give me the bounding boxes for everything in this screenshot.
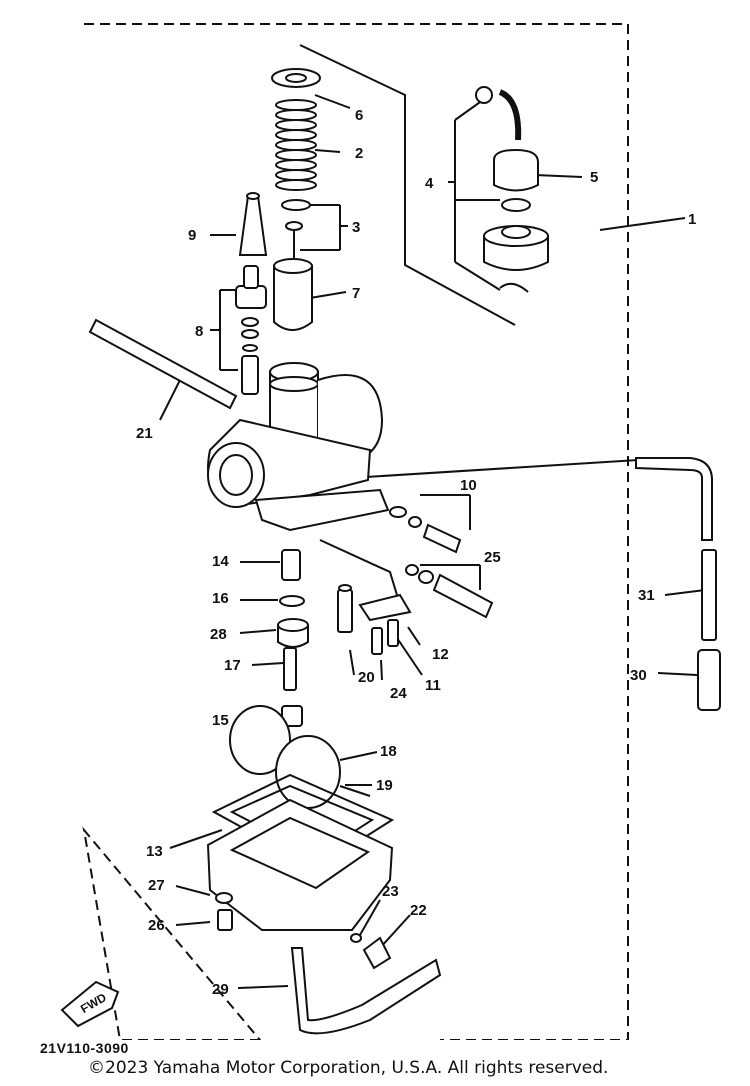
callout-12: 12 [432, 646, 449, 663]
cap-9 [238, 192, 268, 256]
callout-16: 16 [212, 590, 229, 607]
callout-24: 24 [390, 685, 407, 702]
callout-21: 21 [136, 425, 153, 442]
throttle-screw-25 [405, 564, 494, 619]
copyright-notice: ©2023 Yamaha Motor Corporation, U.S.A. A… [88, 1058, 609, 1078]
pipe-21 [88, 318, 238, 410]
plate-12 [358, 593, 412, 622]
drain-screw-27-26 [215, 892, 233, 931]
carburetor-exploded-diagram: 6 2 3 4 5 1 7 9 8 21 10 25 14 16 28 17 1… [60, 23, 721, 1040]
pilot-jet-20 [337, 584, 353, 633]
holder-28 [277, 618, 309, 648]
starter-plunger-8 [235, 265, 267, 395]
needle-set-3 [281, 199, 311, 262]
assembly-dashed-boundary [82, 23, 629, 1040]
fwd-arrow [60, 980, 120, 1028]
callout-22: 22 [410, 902, 427, 919]
callout-18: 18 [380, 743, 397, 760]
callout-7: 7 [352, 285, 360, 302]
washer-6 [271, 68, 321, 88]
pilot-screw-10 [389, 506, 462, 554]
callout-20: 20 [358, 669, 375, 686]
callout-1: 1 [688, 211, 696, 228]
callout-5: 5 [590, 169, 598, 186]
callout-9: 9 [188, 227, 196, 244]
callout-28: 28 [210, 626, 227, 643]
callout-29: 29 [212, 981, 229, 998]
callout-4: 4 [425, 175, 434, 192]
cable-adjuster-4 [475, 86, 531, 293]
callout-31: 31 [638, 587, 655, 604]
screws-11-24 [371, 619, 399, 655]
drain-hose-29 [290, 947, 442, 1035]
throttle-cable-31-30 [635, 457, 721, 711]
drain-screw-22-23 [350, 933, 392, 970]
callout-15: 15 [212, 712, 229, 729]
float-chamber-body [206, 798, 394, 931]
callout-25: 25 [484, 549, 501, 566]
callout-14: 14 [212, 553, 229, 570]
carburetor-body [207, 362, 390, 532]
mixing-chamber-top [483, 225, 549, 271]
callout-13: 13 [146, 843, 163, 860]
callout-11: 11 [425, 677, 441, 694]
callout-26: 26 [148, 917, 165, 934]
part-code: 21V110-3090 [40, 1040, 129, 1056]
callout-10: 10 [460, 477, 477, 494]
callout-30: 30 [630, 667, 647, 684]
callout-17: 17 [224, 657, 241, 674]
float-18 [229, 705, 341, 809]
main-jet-17 [283, 647, 297, 691]
pin-19 [339, 785, 371, 797]
callout-23: 23 [382, 883, 399, 900]
callout-19: 19 [376, 777, 393, 794]
throttle-valve-7 [273, 258, 313, 331]
spring-2 [275, 99, 317, 191]
o-ring-16 [279, 595, 305, 607]
callout-27: 27 [148, 877, 165, 894]
callout-8: 8 [195, 323, 203, 340]
callout-3: 3 [352, 219, 360, 236]
callout-2: 2 [355, 145, 363, 162]
needle-jet-14 [281, 549, 301, 581]
cap-5 [493, 148, 539, 192]
callout-6: 6 [355, 107, 363, 124]
